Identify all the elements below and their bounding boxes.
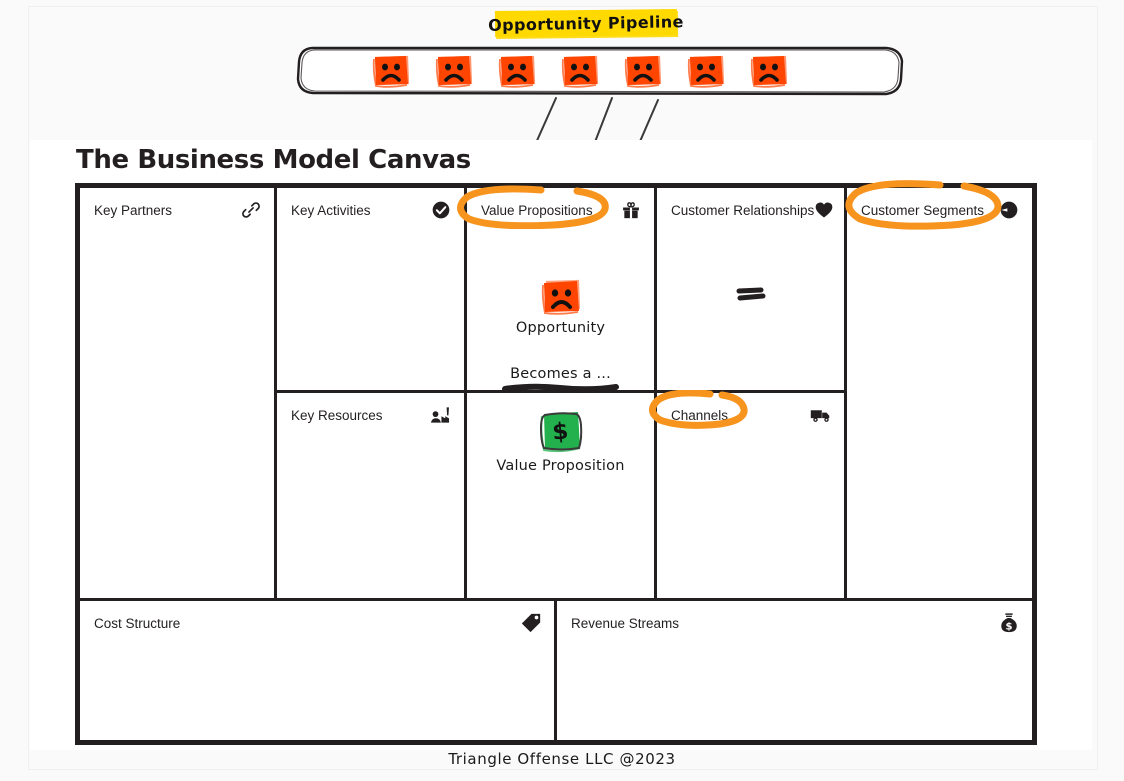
opportunity-face-6 (685, 53, 727, 89)
cell-channels-header: Channels (657, 393, 844, 427)
cell-key-partners-header: Key Partners (80, 188, 274, 222)
bmc-grid: Key Partners Key Activities (75, 183, 1037, 745)
check-circle-icon (430, 199, 452, 221)
factory-icon (430, 404, 452, 426)
cell-cost-structure-title: Cost Structure (94, 615, 181, 631)
pie-person-icon (998, 199, 1020, 221)
heart-icon (814, 199, 834, 221)
opportunity-pipeline-box (296, 45, 904, 96)
cell-customer-segments[interactable]: Customer Segments (847, 188, 1032, 598)
opportunity-face-4 (559, 53, 601, 89)
cell-customer-relationships-header: Customer Relationships (657, 188, 844, 222)
opportunity-face-7 (748, 53, 790, 89)
cell-revenue-streams-header: Revenue Streams $ (557, 601, 1032, 635)
bmc-col-key-partners: Key Partners (80, 188, 277, 598)
pipeline-title-group: Opportunity Pipeline (487, 9, 685, 37)
cell-customer-segments-title: Customer Segments (861, 202, 985, 218)
pipeline-title: Opportunity Pipeline (487, 11, 685, 35)
money-square-icon: $ (535, 408, 587, 454)
cell-key-partners-title: Key Partners (94, 202, 173, 218)
becomes-a-group: Becomes a ... (467, 366, 654, 394)
cell-key-activities-title: Key Activities (291, 202, 371, 218)
opportunity-face-icon (539, 278, 583, 316)
opportunity-label: Opportunity (515, 320, 606, 336)
customer-relationships-scribble (736, 283, 766, 310)
cell-channels-title: Channels (671, 407, 729, 423)
cell-customer-segments-header: Customer Segments (847, 188, 1032, 222)
pipeline-face-row (370, 51, 790, 91)
cell-key-activities[interactable]: Key Activities (277, 188, 464, 393)
cell-cost-structure[interactable]: Cost Structure (80, 601, 557, 740)
cell-key-partners[interactable]: Key Partners (80, 188, 274, 598)
cell-value-proposition-outcome[interactable]: $ Value Proposition (467, 393, 654, 598)
value-proposition-label: Value Proposition (496, 458, 625, 474)
becomes-a-label: Becomes a ... (510, 366, 611, 382)
bmc-col-customer-relationships-channels: Customer Relationships Channe (657, 188, 847, 598)
price-tag-icon (520, 612, 542, 634)
value-prop-opportunity-group: Opportunity (467, 278, 654, 336)
opportunity-face-1 (370, 53, 412, 89)
bmc-col-key-activities-resources: Key Activities Key Resources (277, 188, 467, 598)
gift-icon (620, 199, 642, 221)
opportunity-face-3 (496, 53, 538, 89)
cell-revenue-streams[interactable]: Revenue Streams $ (557, 601, 1032, 740)
cell-key-activities-header: Key Activities (277, 188, 464, 222)
bmc-bottom-row: Cost Structure Revenue Streams (80, 598, 1032, 740)
svg-text:$: $ (1005, 621, 1012, 632)
cell-value-propositions[interactable]: Value Propositions (467, 188, 654, 393)
cell-value-propositions-header: Value Propositions (467, 188, 654, 222)
opportunity-face-5 (622, 53, 664, 89)
bmc-top-row: Key Partners Key Activities (80, 188, 1032, 598)
bmc-col-value-propositions: Value Propositions (467, 188, 657, 598)
cell-value-propositions-title: Value Propositions (481, 202, 593, 218)
page-title: The Business Model Canvas (76, 145, 471, 175)
link-icon (240, 199, 262, 221)
cell-cost-structure-header: Cost Structure (80, 601, 554, 635)
opportunity-face-2 (433, 53, 475, 89)
cell-key-resources[interactable]: Key Resources (277, 393, 464, 598)
cell-revenue-streams-title: Revenue Streams (571, 615, 680, 631)
cell-customer-relationships-title: Customer Relationships (671, 202, 815, 218)
bmc-col-customer-segments: Customer Segments (847, 188, 1032, 598)
becomes-underline (501, 383, 619, 393)
cell-customer-relationships[interactable]: Customer Relationships (657, 188, 844, 393)
value-proposition-group: $ Value Proposition (467, 408, 654, 474)
truck-icon (810, 404, 832, 426)
svg-text:$: $ (551, 418, 569, 445)
footer-credit: Triangle Offense LLC @2023 (448, 750, 676, 768)
money-bag-icon: $ (998, 612, 1020, 634)
cell-channels[interactable]: Channels (657, 393, 844, 598)
cell-key-resources-title: Key Resources (291, 407, 383, 423)
cell-key-resources-header: Key Resources (277, 393, 464, 427)
